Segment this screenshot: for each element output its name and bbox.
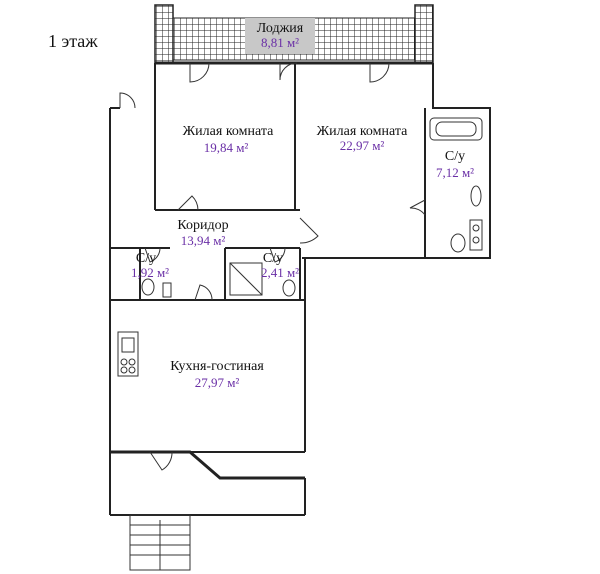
kitchen-counter-icon [117, 331, 139, 377]
corridor-area: 13,94 м² [181, 233, 226, 248]
kitchen-name: Кухня-гостиная [170, 359, 264, 374]
stove-icon [120, 358, 128, 366]
wc-2-name: С/у [263, 251, 283, 266]
floor-label: 1 этаж [48, 31, 98, 51]
bathroom-name: С/у [445, 149, 465, 164]
shower-icon [229, 262, 263, 296]
living-room-2-name: Жилая комната [317, 124, 408, 139]
loggia-area: 8,81 м² [261, 35, 299, 50]
loggia-label-bg [245, 18, 315, 54]
terrace [109, 450, 306, 571]
bathroom-area: 7,12 м² [436, 165, 474, 180]
sink-icon [162, 282, 172, 298]
wc-1-name: С/у [136, 251, 156, 266]
bath-fixtures [141, 117, 483, 298]
living-room-1-area: 19,84 м² [204, 140, 249, 155]
washer-icon [469, 219, 483, 251]
living-room-2-area: 22,97 м² [340, 138, 385, 153]
toilet-icon [141, 278, 155, 296]
kitchen-area: 27,97 м² [195, 375, 240, 390]
living-room-1-name: Жилая комната [183, 124, 274, 139]
kitchen-fixtures [117, 331, 139, 377]
kitchen-sink-icon [121, 337, 135, 353]
loggia: Лоджия 8,81 м² [154, 4, 434, 65]
loggia-name: Лоджия [257, 21, 304, 36]
wc-1-area: 1,92 м² [131, 265, 169, 280]
toilet-icon [450, 233, 466, 253]
bathtub-icon [429, 117, 483, 141]
sink-icon [470, 185, 482, 207]
wc-2-area: 2,41 м² [261, 265, 299, 280]
doors [119, 62, 426, 301]
toilet-icon [282, 279, 296, 297]
corridor-name: Коридор [177, 218, 228, 233]
